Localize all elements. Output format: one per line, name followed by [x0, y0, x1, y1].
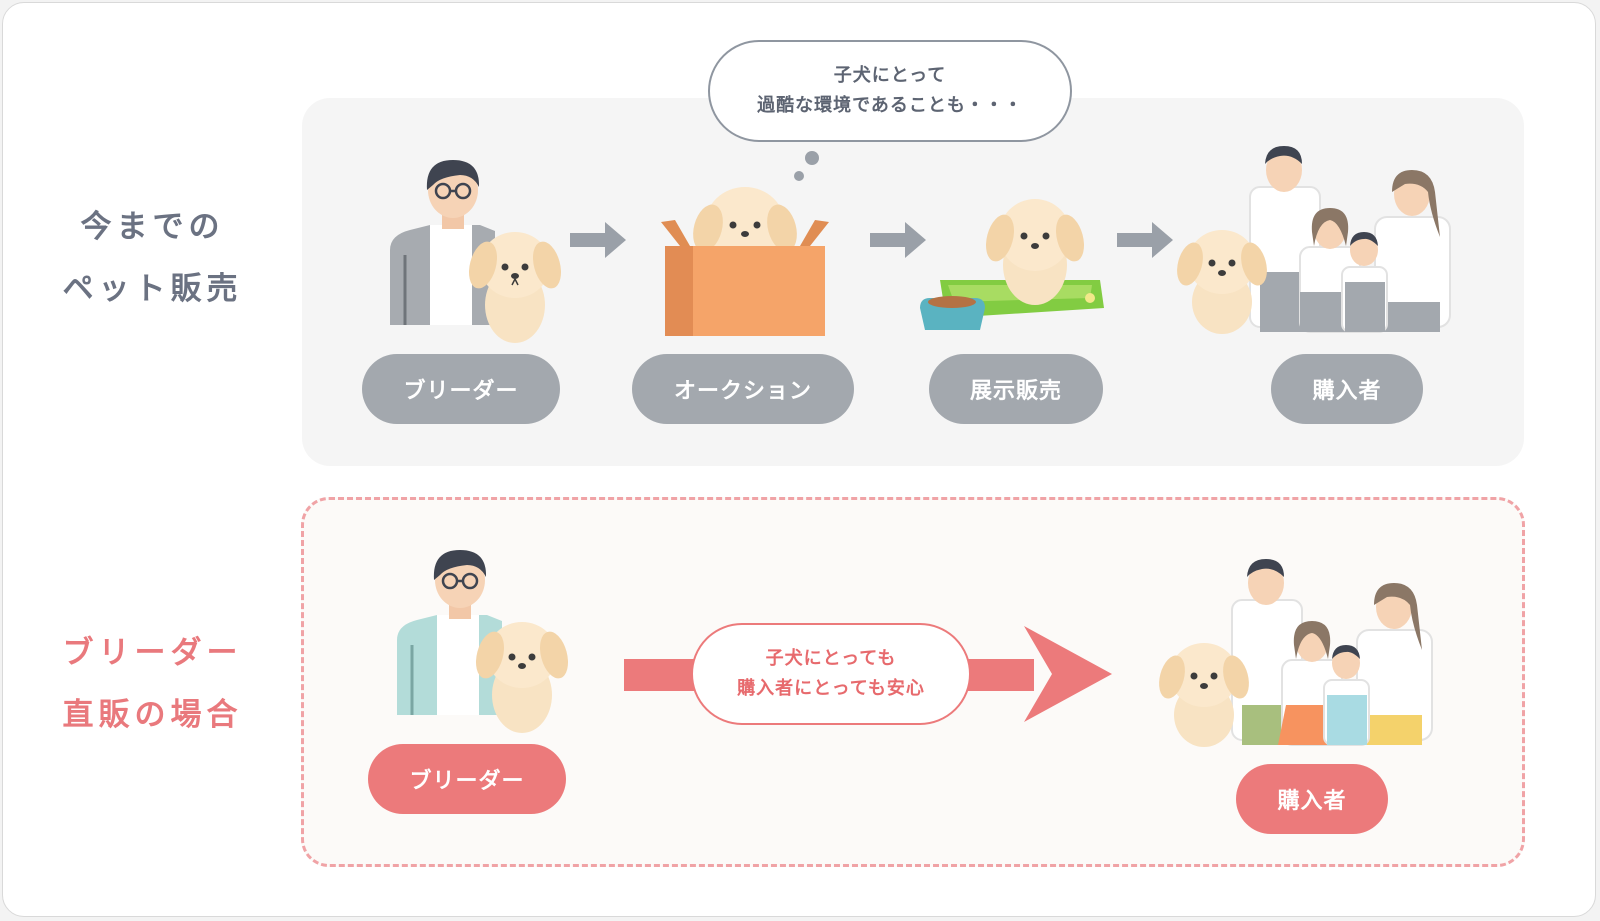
thought-dots-icon	[794, 151, 819, 181]
thought-bubble-line2: 過酷な環境であることも・・・	[757, 95, 1023, 116]
right-arrow-icon	[570, 222, 626, 258]
conventional-label: 今までの ペット販売	[40, 196, 265, 320]
thought-bubble-line1: 子犬にとって	[833, 65, 947, 86]
conventional-label-line1: 今までの	[80, 209, 225, 245]
direct-label-line1: ブリーダー	[62, 635, 243, 671]
reassurance-bubble-line2: 購入者にとっても安心	[737, 678, 925, 699]
step-exhibition-sale: 展示販売	[929, 354, 1103, 424]
reassurance-bubble-line1: 子犬にとっても	[765, 648, 897, 669]
puppy-in-box-icon	[661, 187, 829, 336]
breeder-with-puppy-icon	[390, 160, 562, 343]
family-with-puppy-icon	[1177, 146, 1451, 334]
reassurance-bubble: 子犬にとっても 購入者にとっても安心	[691, 623, 971, 725]
thought-bubble: 子犬にとって 過酷な環境であることも・・・	[708, 40, 1072, 142]
family-with-puppy-icon	[1159, 559, 1433, 747]
step-auction: オークション	[632, 354, 854, 424]
right-arrow-icon	[870, 222, 926, 258]
breeder-with-puppy-icon	[397, 550, 569, 733]
direct-step-buyer: 購入者	[1236, 764, 1388, 834]
step-breeder: ブリーダー	[362, 354, 560, 424]
right-arrow-icon	[1117, 222, 1173, 258]
direct-label: ブリーダー 直販の場合	[40, 622, 265, 746]
direct-label-line2: 直販の場合	[62, 697, 243, 733]
puppy-on-bed-icon	[920, 199, 1104, 330]
conventional-label-line2: ペット販売	[62, 271, 243, 307]
step-buyer: 購入者	[1271, 354, 1423, 424]
direct-step-breeder: ブリーダー	[368, 744, 566, 814]
